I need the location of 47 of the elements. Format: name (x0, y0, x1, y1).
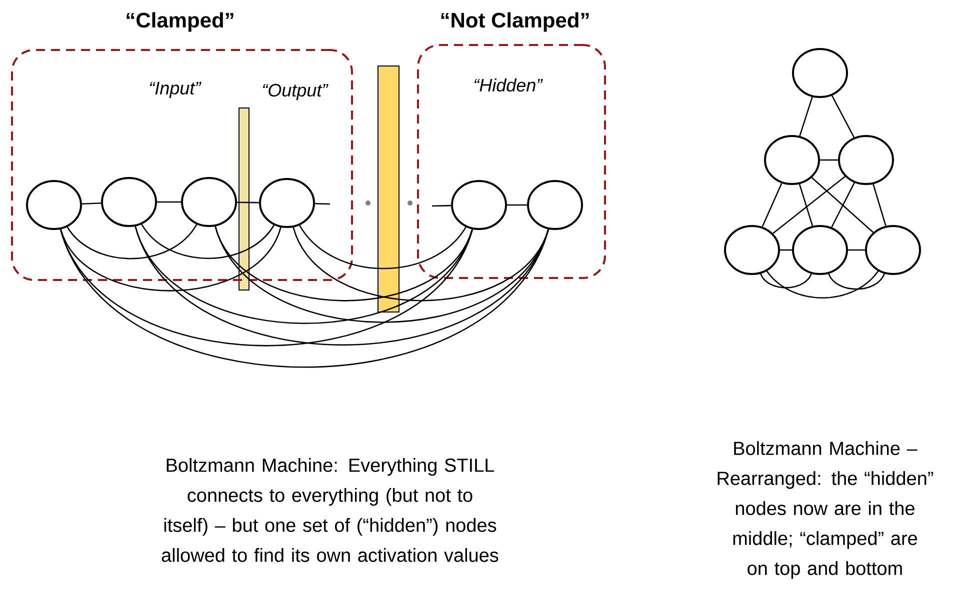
connection-line (798, 184, 814, 226)
connection-line (299, 224, 466, 270)
connection-line (237, 202, 260, 204)
neuron-circle (792, 225, 848, 275)
neuron-circle (764, 134, 820, 185)
neuron-circle (527, 180, 583, 230)
connection-line (134, 226, 549, 346)
connection-line (432, 204, 452, 207)
connection-line (214, 226, 473, 302)
connection-line (314, 202, 330, 205)
connection-line (760, 273, 812, 288)
connection-line (811, 177, 874, 233)
connection-line (820, 159, 838, 161)
connection-line (780, 249, 792, 251)
connection-line (766, 270, 879, 298)
connection-line (66, 224, 198, 260)
neuron-circle (181, 176, 237, 227)
connection-line (762, 182, 782, 228)
neuron-circle (451, 180, 507, 230)
group-label: “Input” (150, 82, 202, 98)
connection-line (507, 204, 527, 206)
connection-line (60, 227, 282, 292)
neuron-circle (724, 225, 780, 275)
group-label: “Output” (262, 84, 328, 100)
connection-line (292, 227, 549, 302)
connection-line (141, 224, 275, 259)
neuron-circle (26, 180, 82, 230)
connection-line (872, 184, 886, 226)
neuron-circle (259, 178, 315, 228)
connection-line (157, 201, 181, 203)
caption-text: Boltzmann Machine: Everything STILL connects to everything (but not to itself) – but one set of (“hidden”) nodes allowed to find its own activation values (162, 458, 498, 562)
connection-line (848, 249, 865, 251)
neuron-circle (792, 48, 848, 98)
group-heading: “Not Clamped” (441, 12, 589, 32)
group-label: “Hidden” (474, 78, 543, 92)
caption-text: Boltzmann Machine – Rearranged: the “hidden” nodes now are in the middle; “clamped” are on top and bottom (718, 441, 934, 579)
neuron-circle (865, 225, 921, 275)
connection-line (60, 229, 550, 368)
group-heading: “Clamped” (126, 12, 234, 32)
neuron-circle (838, 134, 894, 185)
connection-line (772, 176, 846, 234)
connection-line (828, 273, 885, 290)
connection-line (831, 95, 855, 138)
connection-line (831, 182, 855, 228)
neuron-circle (101, 176, 157, 227)
connection-line (799, 96, 813, 136)
connection-line (82, 202, 102, 205)
